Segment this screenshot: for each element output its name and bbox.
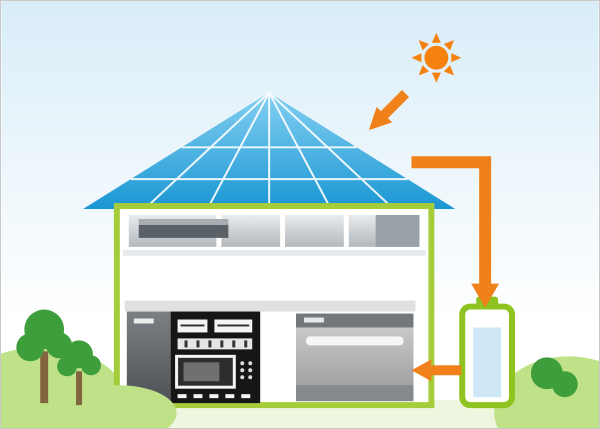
display-line <box>217 324 250 327</box>
arrow-head-icon <box>368 106 393 131</box>
solar-panel-grid <box>130 91 408 210</box>
keypad-button <box>248 368 253 373</box>
storage-battery <box>459 296 515 409</box>
sun-icon <box>411 32 462 83</box>
control-knob <box>196 340 200 348</box>
tree-left-short <box>57 340 101 406</box>
kitchen-appliances <box>124 300 416 404</box>
oven-button <box>225 394 235 399</box>
window-dark-panel <box>375 214 420 247</box>
dishwasher-handle <box>303 317 324 323</box>
sun-ray <box>443 65 454 76</box>
keypad-button <box>240 375 245 380</box>
control-knob <box>232 340 236 348</box>
control-row <box>177 338 253 350</box>
sun-core <box>424 45 449 70</box>
tree-foliage <box>551 371 578 398</box>
microwave-window <box>183 362 220 382</box>
dishwasher-unit <box>296 313 414 402</box>
display-line <box>180 324 205 327</box>
tree-foliage <box>81 355 101 376</box>
range-hood <box>138 224 229 238</box>
arrow-roof-to-battery <box>411 156 500 308</box>
energy-flow-arrows <box>368 90 500 382</box>
oven-button <box>177 394 187 399</box>
arrow-shaft <box>411 156 492 286</box>
sun-ray <box>431 32 441 43</box>
window-frame <box>280 214 286 247</box>
upper-floor-windows <box>128 214 420 247</box>
keypad-button <box>240 368 245 373</box>
control-knob <box>220 340 224 348</box>
dishwasher-slot <box>305 336 404 346</box>
keypad-button <box>240 361 245 366</box>
cabinet-handle <box>133 318 154 324</box>
arrow-sun-to-roof <box>368 90 410 131</box>
solar-panel-roof <box>83 91 456 210</box>
arrow-head-icon <box>411 359 432 382</box>
oven-button <box>209 394 219 399</box>
range-hood-top <box>138 218 229 225</box>
tree-trunk <box>40 351 49 404</box>
arrow-battery-to-appliances <box>411 359 462 382</box>
oven-button <box>241 394 251 399</box>
window-frame <box>343 214 349 247</box>
battery-cell <box>473 327 502 398</box>
sun-ray <box>431 72 441 83</box>
tree-right <box>530 357 578 398</box>
arrow-shaft <box>379 90 410 120</box>
sun-ray <box>418 65 429 76</box>
tree-foliage <box>57 356 78 377</box>
dishwasher-base <box>296 385 414 402</box>
keypad-button <box>248 361 253 366</box>
sun-ray <box>411 53 422 63</box>
arrow-shaft <box>431 365 462 376</box>
sun-ray <box>451 53 462 63</box>
control-knob <box>208 340 212 348</box>
house <box>113 203 435 409</box>
floor-slab <box>122 249 426 256</box>
keypad-button <box>248 375 253 380</box>
sun-ray <box>418 40 429 51</box>
arrow-head-icon <box>471 283 500 308</box>
sun-ray <box>443 40 454 51</box>
control-knob <box>184 340 188 348</box>
control-knob <box>244 340 248 348</box>
counter-shadow <box>124 300 416 312</box>
oven-unit <box>170 311 261 404</box>
oven-button <box>193 394 203 399</box>
tree-foliage <box>16 333 45 362</box>
dishwasher-top <box>296 313 414 328</box>
bush <box>61 385 177 428</box>
tree-trunk <box>76 371 83 406</box>
tree-left-tall <box>16 309 73 404</box>
